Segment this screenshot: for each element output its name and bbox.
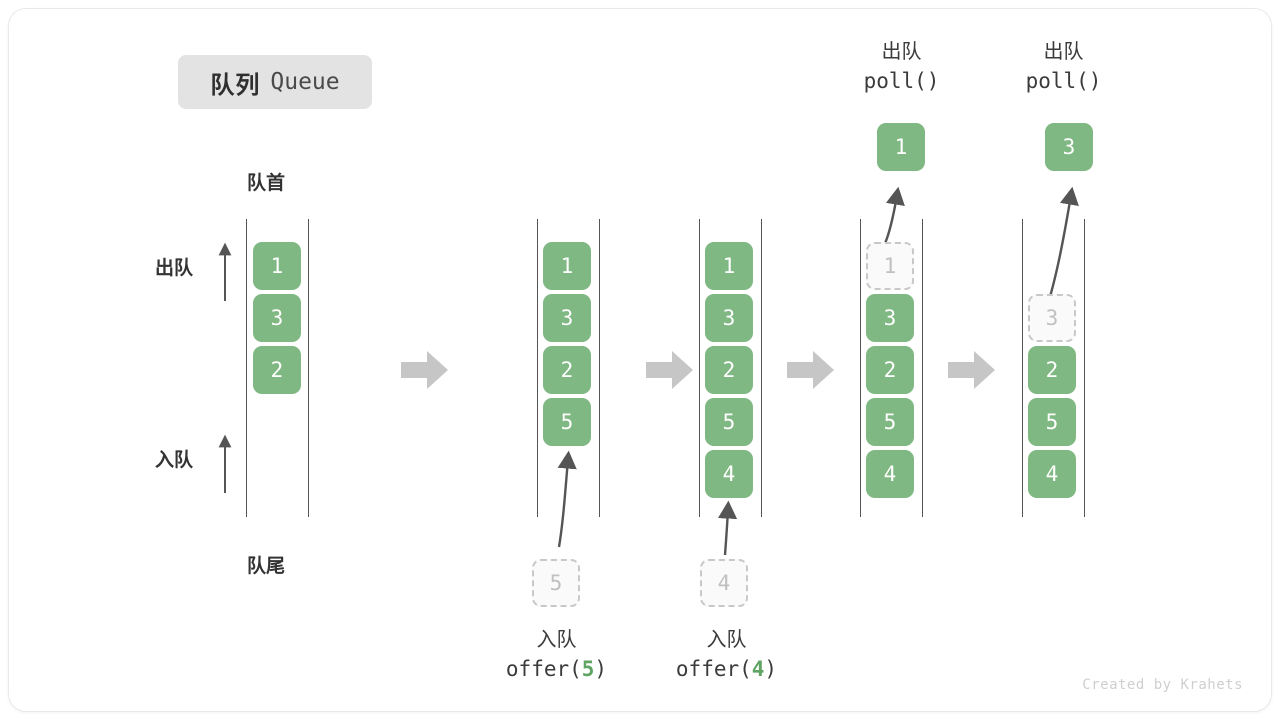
queue-cell: 5 bbox=[705, 398, 753, 446]
dequeue-side-label: 出队 bbox=[155, 258, 194, 279]
queue-rail-right-4 bbox=[922, 219, 923, 517]
step-arrow-icon bbox=[948, 351, 995, 389]
step-caption-offer-4: 入队 offer(4) bbox=[629, 627, 824, 684]
queue-cell: 2 bbox=[705, 346, 753, 394]
step-arrow-icon bbox=[401, 351, 448, 389]
step-arrow-icon bbox=[646, 351, 693, 389]
popped-cell: 3 bbox=[1045, 123, 1093, 171]
enqueue-direction-arrow bbox=[218, 434, 232, 493]
queue-cell: 1 bbox=[543, 242, 591, 290]
enqueue-side-label: 入队 bbox=[155, 450, 194, 471]
queue-rail-right-1 bbox=[308, 219, 309, 517]
footer-credit: Created by Krahets bbox=[1082, 677, 1243, 693]
queue-rail-right-2 bbox=[599, 219, 600, 517]
caption-cn: 出队 bbox=[1043, 41, 1084, 63]
queue-cell: 3 bbox=[866, 294, 914, 342]
queue-cell: 2 bbox=[1028, 346, 1076, 394]
queue-cell-ghost: 1 bbox=[866, 242, 914, 290]
queue-rail-right-5 bbox=[1084, 219, 1085, 517]
caption-code: offer(5) bbox=[505, 657, 608, 681]
incoming-ghost-cell: 4 bbox=[700, 559, 748, 607]
popped-cell: 1 bbox=[877, 123, 925, 171]
title-badge: 队列 Queue bbox=[178, 55, 372, 109]
dequeue-direction-arrow bbox=[218, 242, 232, 301]
step-caption-poll-3: 出队 poll() bbox=[971, 39, 1156, 96]
caption-code: offer(4) bbox=[675, 657, 778, 681]
caption-code: poll() bbox=[1025, 69, 1102, 93]
queue-cell: 2 bbox=[253, 346, 301, 394]
queue-cell: 1 bbox=[253, 242, 301, 290]
step-arrow-icon bbox=[787, 351, 834, 389]
step-caption-poll-1: 出队 poll() bbox=[809, 39, 994, 96]
queue-cell: 5 bbox=[543, 398, 591, 446]
queue-cell: 4 bbox=[866, 450, 914, 498]
queue-cell-ghost: 3 bbox=[1028, 294, 1076, 342]
queue-cell: 4 bbox=[1028, 450, 1076, 498]
title-cn: 队列 bbox=[210, 71, 261, 99]
caption-code: poll() bbox=[863, 69, 940, 93]
queue-rail-right-3 bbox=[761, 219, 762, 517]
queue-rail-left-5 bbox=[1022, 219, 1023, 517]
queue-rail-left-3 bbox=[699, 219, 700, 517]
step-caption-offer-5: 入队 offer(5) bbox=[459, 627, 654, 684]
queue-cell: 2 bbox=[543, 346, 591, 394]
queue-cell: 5 bbox=[1028, 398, 1076, 446]
enqueue-flow-arrow bbox=[717, 500, 738, 556]
enqueue-flow-arrow bbox=[557, 450, 577, 548]
queue-cell: 1 bbox=[705, 242, 753, 290]
queue-cell: 2 bbox=[866, 346, 914, 394]
queue-cell: 3 bbox=[705, 294, 753, 342]
queue-rail-left-2 bbox=[537, 219, 538, 517]
queue-cell: 3 bbox=[253, 294, 301, 342]
queue-cell: 5 bbox=[866, 398, 914, 446]
diagram-card: 队列 Queue 队首 队尾 出队 入队 1 3 2 1 3 2 5 bbox=[8, 8, 1272, 712]
queue-rail-left-1 bbox=[246, 219, 247, 517]
queue-rail-left-4 bbox=[860, 219, 861, 517]
queue-cell: 3 bbox=[543, 294, 591, 342]
incoming-ghost-cell: 5 bbox=[532, 559, 580, 607]
caption-cn: 入队 bbox=[706, 629, 747, 651]
queue-tail-label: 队尾 bbox=[247, 556, 286, 577]
queue-cell: 4 bbox=[705, 450, 753, 498]
queue-head-label: 队首 bbox=[247, 173, 286, 194]
title-en: Queue bbox=[270, 69, 340, 95]
caption-cn: 入队 bbox=[536, 629, 577, 651]
caption-cn: 出队 bbox=[881, 41, 922, 63]
